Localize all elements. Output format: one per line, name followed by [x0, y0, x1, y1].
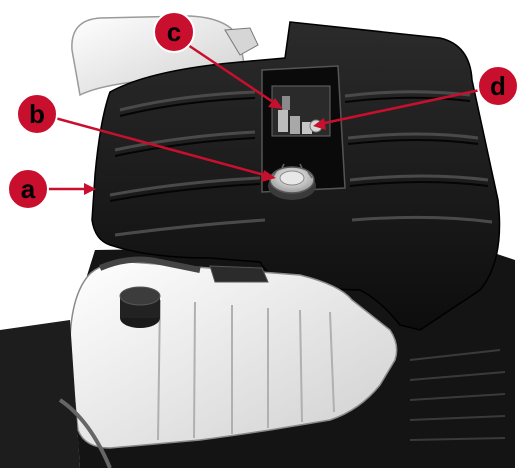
callout-c-letter: c	[167, 17, 181, 47]
lower-left-engine	[0, 320, 80, 468]
upper-reservoir-bracket	[224, 27, 259, 56]
cover-ridge-shadows	[109, 96, 489, 202]
callout-arrows	[48, 43, 481, 191]
hose	[98, 256, 201, 273]
callout-a-letter: a	[21, 174, 36, 204]
callout-c: c	[153, 11, 195, 53]
callout-b: b	[16, 93, 58, 135]
callout-d-letter: d	[490, 71, 506, 101]
lower-left-hose	[58, 398, 112, 468]
arrow-c	[187, 43, 277, 106]
arrowhead-a	[84, 183, 96, 195]
callout-a: a	[7, 168, 49, 210]
cover-ridges	[109, 90, 493, 237]
engine-ribs	[409, 349, 506, 441]
arrow-b	[54, 116, 269, 178]
callout-b-letter: b	[29, 99, 45, 129]
arrowhead-c	[268, 98, 283, 109]
callout-d: d	[477, 65, 519, 107]
arrowhead-b	[261, 170, 276, 182]
oil-fill-cap	[268, 163, 316, 200]
reservoir-ribs	[157, 299, 335, 441]
upper-reservoir	[71, 15, 246, 97]
arrowhead-d	[313, 118, 326, 130]
reservoir-bracket	[209, 265, 269, 283]
callout-arrowheads	[84, 98, 326, 195]
arrow-d	[319, 88, 481, 126]
reservoir-cap	[119, 286, 161, 328]
dipstick-handle	[278, 96, 312, 134]
